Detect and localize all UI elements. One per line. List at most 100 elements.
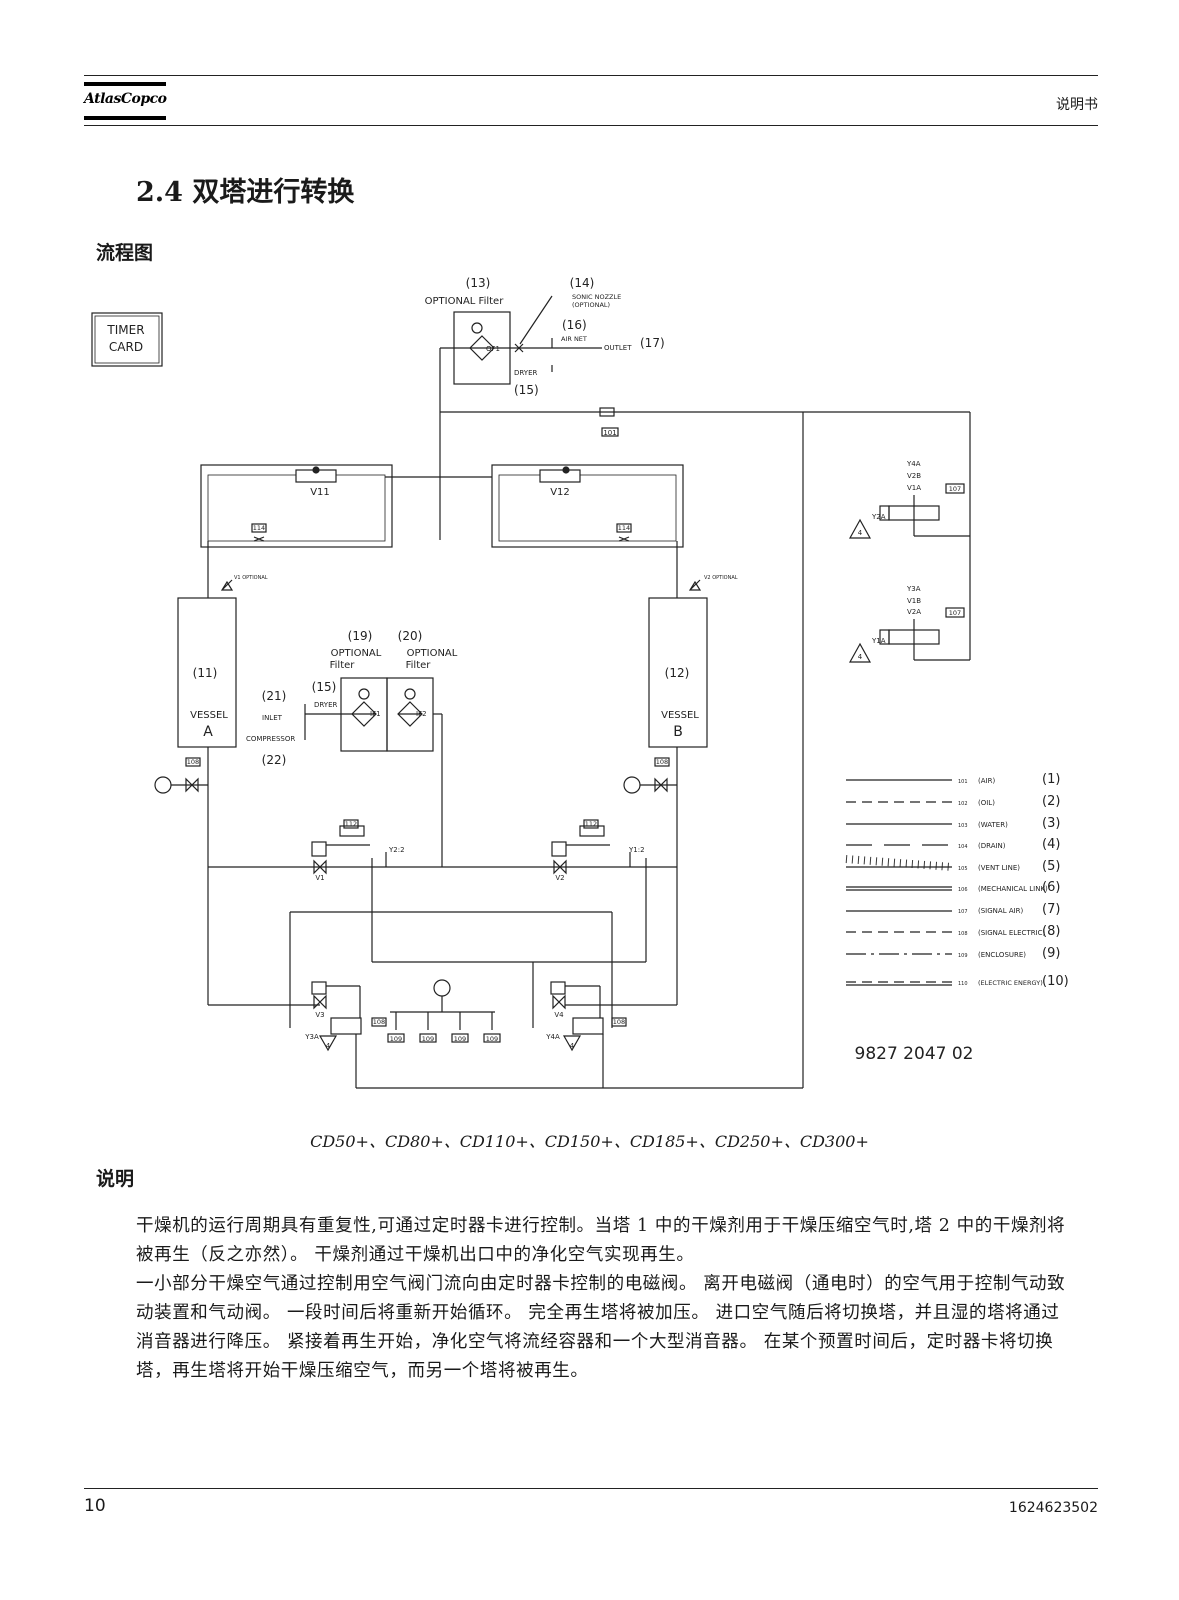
header-rule-top: [84, 75, 1098, 76]
svg-text:Y2A: Y2A: [871, 513, 886, 521]
svg-text:109: 109: [390, 1035, 402, 1043]
svg-text:Filter: Filter: [330, 660, 356, 671]
svg-text:A: A: [203, 724, 213, 740]
svg-text:109: 109: [486, 1035, 498, 1043]
svg-text:107: 107: [958, 909, 968, 915]
svg-text:104: 104: [958, 844, 968, 850]
vessel-a-shape: [177, 597, 237, 748]
svg-text:(OIL): (OIL): [978, 799, 995, 807]
footer-rule: [84, 1488, 1098, 1489]
svg-text:103: 103: [958, 823, 968, 829]
flow-diagram: TIMER CARD (13) OPTIONAL Filter (14) SON…: [91, 276, 1069, 1089]
body-paragraph: 一小部分干燥空气通过控制用空气阀门流向由定时器卡控制的电磁阀。 离开电磁阀（通电…: [136, 1274, 1066, 1381]
vessel-b-shape: [648, 597, 708, 748]
svg-text:108: 108: [656, 758, 668, 766]
svg-text:(10): (10): [1042, 974, 1069, 989]
svg-text:(MECHANICAL LINK): (MECHANICAL LINK): [978, 885, 1048, 893]
svg-text:(DRAIN): (DRAIN): [978, 842, 1006, 850]
svg-text:(SIGNAL ELECTRIC): (SIGNAL ELECTRIC): [978, 929, 1046, 937]
svg-text:114: 114: [253, 524, 265, 532]
svg-text:V2: V2: [555, 874, 564, 882]
svg-text:(17): (17): [640, 336, 665, 350]
svg-text:(20): (20): [398, 629, 423, 643]
svg-text:Y1A: Y1A: [871, 637, 886, 645]
svg-text:110: 110: [958, 981, 968, 987]
svg-text:109: 109: [422, 1035, 434, 1043]
svg-text:VESSEL: VESSEL: [190, 710, 228, 721]
svg-text:(1): (1): [1042, 772, 1060, 787]
svg-text:SONIC NOZZLE: SONIC NOZZLE: [572, 293, 621, 301]
svg-text:(12): (12): [665, 666, 690, 680]
svg-text:B: B: [673, 724, 683, 740]
svg-text:108: 108: [373, 1018, 385, 1026]
svg-text:101: 101: [603, 429, 616, 437]
svg-text:AIR NET: AIR NET: [561, 335, 587, 343]
svg-text:(21): (21): [262, 689, 287, 703]
svg-text:114: 114: [618, 524, 630, 532]
svg-text:Y4A: Y4A: [545, 1033, 560, 1041]
svg-text:OPTIONAL: OPTIONAL: [407, 648, 458, 659]
svg-text:V12: V12: [550, 487, 570, 498]
svg-text:(19): (19): [348, 629, 373, 643]
svg-text:107: 107: [949, 609, 961, 617]
svg-text:V1 OPTIONAL: V1 OPTIONAL: [234, 575, 268, 581]
svg-text:109: 109: [454, 1035, 466, 1043]
svg-text:(8): (8): [1042, 924, 1060, 939]
svg-text:(SIGNAL AIR): (SIGNAL AIR): [978, 907, 1024, 915]
svg-text:(5): (5): [1042, 859, 1060, 874]
svg-text:102: 102: [958, 801, 968, 807]
svg-text:(6): (6): [1042, 880, 1060, 895]
svg-text:4: 4: [858, 529, 863, 537]
svg-text:(2): (2): [1042, 794, 1060, 809]
svg-text:V1: V1: [315, 874, 324, 882]
svg-text:V1B: V1B: [907, 597, 921, 605]
atlas-copco-logo: AtlasCopco: [84, 82, 167, 124]
explanation-body: 干燥机的运行周期具有重复性,可通过定时器卡进行控制。当塔 1 中的干燥剂用于干燥…: [136, 1212, 1066, 1386]
svg-text:(7): (7): [1042, 902, 1060, 917]
timer-label: TIMER: [106, 323, 144, 337]
svg-text:OUTLET: OUTLET: [604, 344, 632, 352]
svg-text:(ELECTRIC ENERGY): (ELECTRIC ENERGY): [978, 979, 1043, 987]
svg-text:108: 108: [613, 1018, 625, 1026]
header-rule-bottom: [84, 125, 1098, 126]
svg-text:V3: V3: [315, 1011, 324, 1019]
svg-text:OPTIONAL Filter: OPTIONAL Filter: [425, 296, 505, 307]
svg-text:INLET: INLET: [262, 714, 283, 722]
svg-text:(OPTIONAL): (OPTIONAL): [572, 301, 610, 309]
logo-text: AtlasCopco: [84, 91, 167, 107]
svg-text:VESSEL: VESSEL: [661, 710, 699, 721]
svg-text:V1A: V1A: [907, 484, 921, 492]
svg-text:(15): (15): [514, 383, 539, 397]
svg-text:(16): (16): [562, 318, 587, 332]
section-title: 2.4 双塔进行转换: [136, 177, 355, 208]
svg-text:IF2: IF2: [416, 710, 427, 718]
svg-text:112: 112: [345, 820, 357, 828]
svg-text:OF1: OF1: [486, 345, 500, 353]
svg-text:4: 4: [570, 1042, 575, 1050]
svg-text:106: 106: [958, 887, 968, 893]
svg-text:4: 4: [858, 653, 863, 661]
svg-text:Y4A: Y4A: [906, 460, 921, 468]
explanation-heading: 说明: [96, 1168, 135, 1190]
svg-text:(WATER): (WATER): [978, 821, 1008, 829]
svg-text:(22): (22): [262, 753, 287, 767]
svg-text:Y1:2: Y1:2: [628, 846, 645, 854]
legend-lines: [845, 779, 953, 986]
svg-text:Y3A: Y3A: [304, 1033, 319, 1041]
svg-text:(9): (9): [1042, 946, 1060, 961]
svg-text:V2 OPTIONAL: V2 OPTIONAL: [704, 575, 738, 581]
svg-text:IF1: IF1: [370, 710, 381, 718]
svg-text:109: 109: [958, 953, 968, 959]
svg-text:(AIR): (AIR): [978, 777, 995, 785]
svg-text:Filter: Filter: [406, 660, 432, 671]
svg-text:(ENCLOSURE): (ENCLOSURE): [978, 951, 1026, 959]
svg-text:V11: V11: [310, 487, 330, 498]
svg-text:DRYER: DRYER: [314, 701, 338, 709]
svg-text:COMPRESSOR: COMPRESSOR: [246, 735, 295, 743]
timer-card-box: [91, 312, 163, 367]
svg-text:(3): (3): [1042, 816, 1060, 831]
svg-text:Y2:2: Y2:2: [388, 846, 405, 854]
body-paragraph: 干燥机的运行周期具有重复性,可通过定时器卡进行控制。当塔 1 中的干燥剂用于干燥…: [136, 1216, 1066, 1265]
svg-text:V4: V4: [554, 1011, 564, 1019]
svg-text:4: 4: [326, 1042, 331, 1050]
